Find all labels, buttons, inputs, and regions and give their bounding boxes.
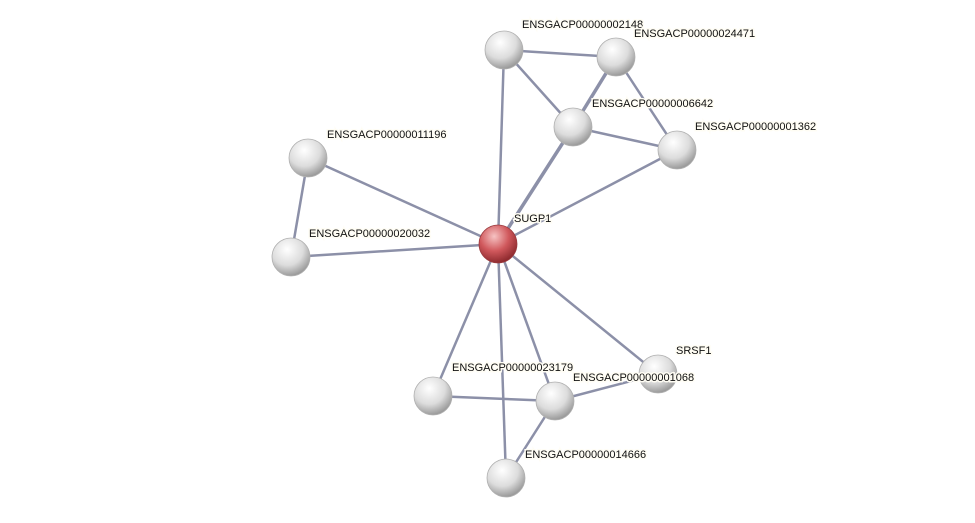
node-bubble[interactable]: [596, 37, 636, 77]
node-bubble[interactable]: [657, 130, 697, 170]
node-n6642[interactable]: ENSGACP00000006642: [553, 97, 715, 147]
edge-sugp1-n23179[interactable]: [431, 243, 500, 397]
node-n11196[interactable]: ENSGACP00000011196: [288, 128, 448, 178]
node-label: SRSF1: [676, 345, 711, 357]
edge-sugp1-n1068[interactable]: [496, 243, 557, 402]
node-bubble[interactable]: [638, 354, 678, 394]
node-bubble[interactable]: [271, 237, 311, 277]
node-srsf1[interactable]: SRSF1: [638, 344, 713, 394]
node-n1068[interactable]: ENSGACP00000001068: [535, 371, 696, 421]
node-n24471[interactable]: ENSGACP00000024471: [596, 27, 757, 77]
node-bubble[interactable]: [535, 381, 575, 421]
edge-n1362-sugp1[interactable]: [497, 148, 678, 246]
node-label: ENSGACP00000006642: [592, 98, 713, 110]
node-label: ENSGACP00000014666: [525, 449, 646, 461]
edge-n23179-n1068[interactable]: [432, 394, 556, 403]
edge-n6642-sugp1[interactable]: [496, 126, 575, 245]
edge-sugp1-srsf1[interactable]: [497, 243, 659, 375]
node-label: ENSGACP00000001068: [573, 372, 694, 384]
node-bubble[interactable]: [484, 30, 524, 70]
node-label: ENSGACP00000020032: [309, 228, 430, 240]
node-bubble[interactable]: [288, 138, 328, 178]
node-bubble[interactable]: [478, 224, 518, 264]
node-label: ENSGACP00000002148: [522, 19, 643, 31]
edge-n2148-sugp1[interactable]: [496, 49, 506, 245]
node-n20032[interactable]: ENSGACP00000020032: [271, 227, 432, 277]
edge-n11196-sugp1[interactable]: [307, 156, 499, 246]
node-label: ENSGACP00000024471: [634, 28, 755, 40]
node-n2148[interactable]: ENSGACP00000002148: [484, 18, 645, 70]
edge-n20032-sugp1[interactable]: [290, 242, 499, 259]
node-n1362[interactable]: ENSGACP00000001362: [657, 120, 818, 170]
node-bubble[interactable]: [553, 107, 593, 147]
node-label: ENSGACP00000011196: [327, 129, 446, 141]
node-n14666[interactable]: ENSGACP00000014666: [486, 448, 648, 498]
node-sugp1[interactable]: SUGP1: [478, 212, 553, 264]
node-label: SUGP1: [514, 213, 551, 225]
edge-sugp1-n14666[interactable]: [496, 243, 508, 479]
node-label: ENSGACP00000001362: [695, 121, 816, 133]
node-label: ENSGACP00000023179: [452, 362, 573, 374]
node-bubble[interactable]: [413, 376, 453, 416]
node-n23179[interactable]: ENSGACP00000023179: [413, 361, 575, 416]
node-bubble[interactable]: [486, 458, 526, 498]
